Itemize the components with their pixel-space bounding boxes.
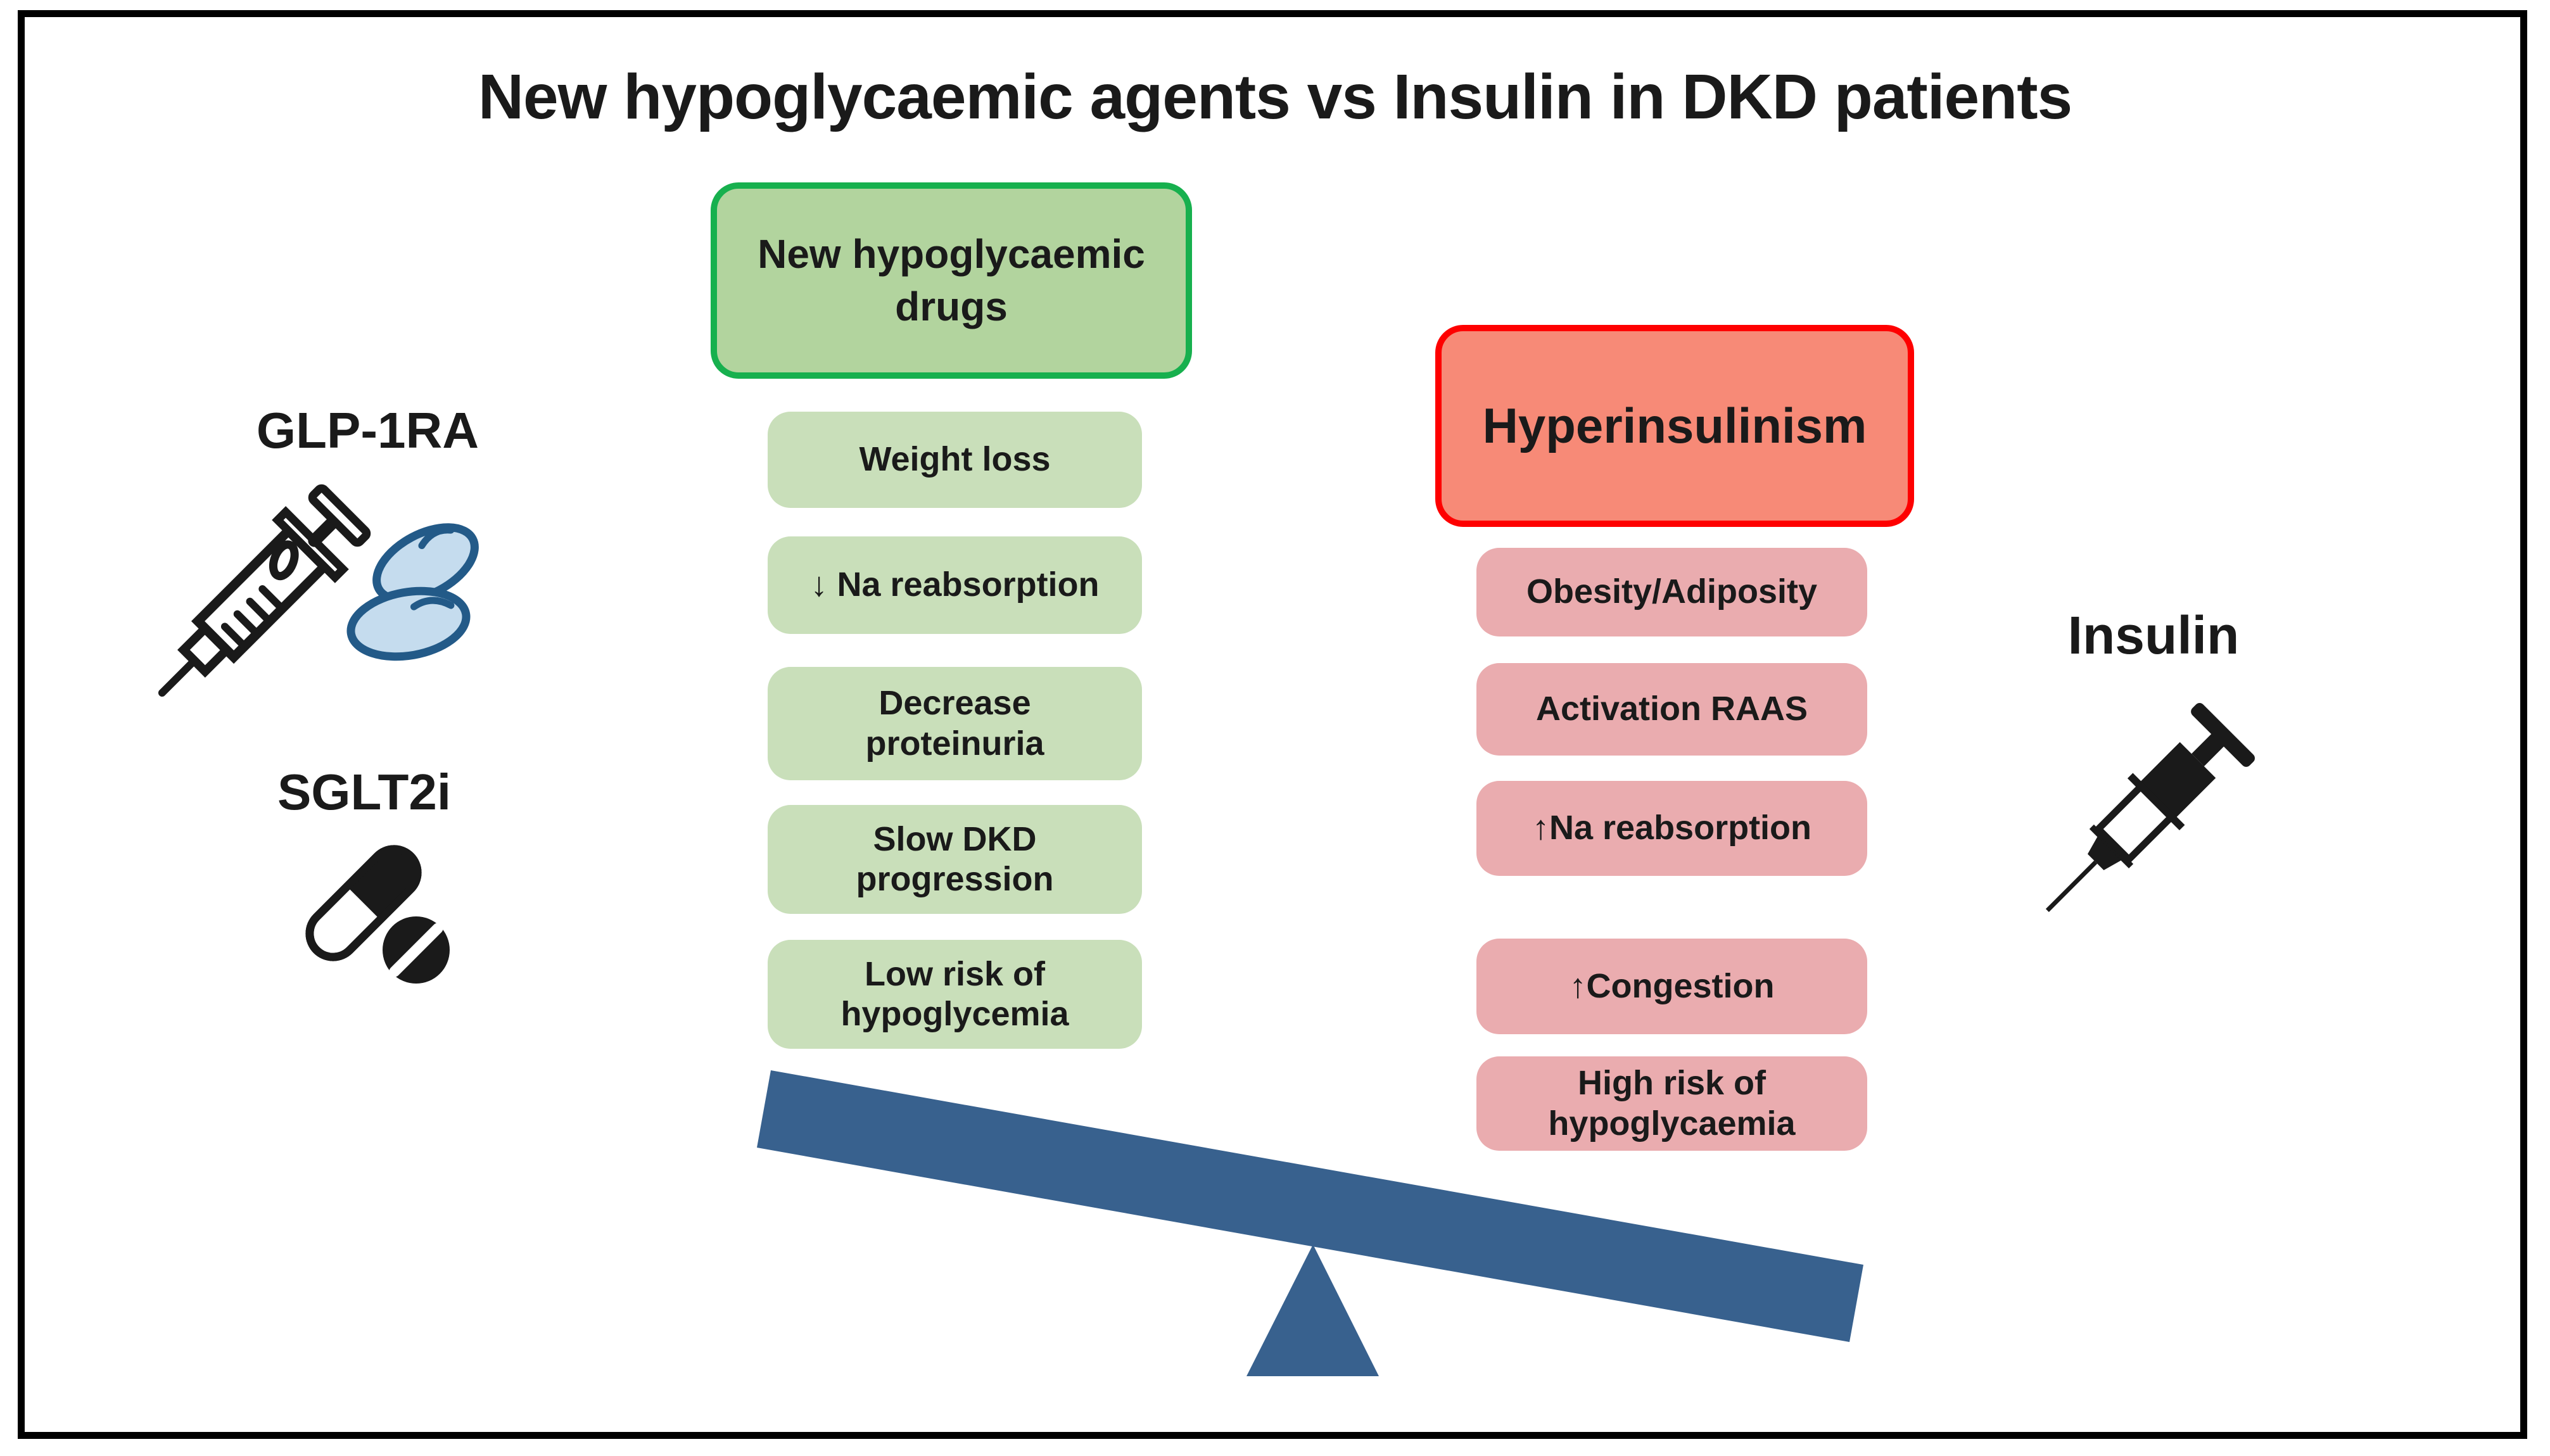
insulin-syringe-icon [2045,703,2255,913]
risk-box-raas: Activation RAAS [1476,663,1867,756]
risk-box-congestion: ↑Congestion [1476,939,1867,1034]
insulin-label: Insulin [2067,605,2240,665]
benefit-box-proteinuria: Decrease proteinuria [768,667,1142,780]
red-header-box: Hyperinsulinism [1435,325,1914,527]
two-oval-pills-icon [346,523,479,661]
risk-box-na-reabsorption: ↑Na reabsorption [1476,781,1867,876]
seesaw-balance [757,1070,1863,1376]
risk-box-obesity: Obesity/Adiposity [1476,548,1867,636]
benefit-box-weight-loss: Weight loss [768,412,1142,508]
green-header-box: New hypoglycaemic drugs [711,182,1192,379]
capsule-and-tablet-icon [305,839,450,984]
seesaw-fulcrum [1246,1244,1379,1376]
figure-border [18,10,2527,1439]
syringe-outline-icon [158,484,371,697]
benefit-box-low-hypoglycemia: Low risk of hypoglycemia [768,940,1142,1049]
seesaw-plank [757,1070,1863,1342]
sglt2i-label: SGLT2i [277,764,452,820]
glp1ra-label: GLP-1RA [256,402,479,459]
benefit-box-dkd-progression: Slow DKD progression [768,805,1142,914]
figure-title: New hypoglycaemic agents vs Insulin in D… [478,61,2072,132]
risk-box-high-hypoglycaemia: High risk of hypoglycaemia [1476,1056,1867,1151]
benefit-box-na-reabsorption: ↓ Na reabsorption [768,536,1142,634]
